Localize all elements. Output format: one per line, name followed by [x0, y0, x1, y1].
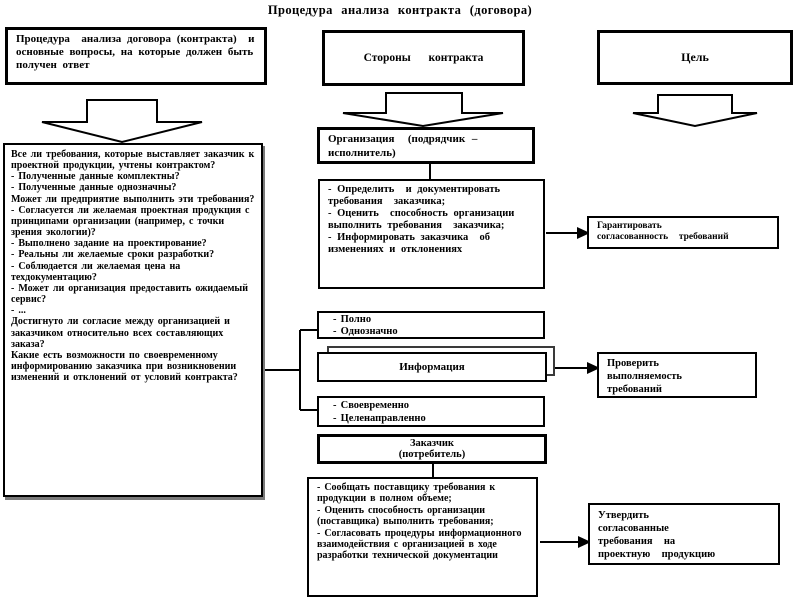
box-customer-consumer: Заказчик (потребитель)	[317, 434, 547, 464]
box-procedure-header: Процедура анализа договора (контракта) и…	[5, 27, 267, 85]
block-arrow-down-right	[632, 94, 758, 128]
box-organization-actions: - Определить и документировать требовани…	[318, 179, 545, 289]
arrowhead-approve	[578, 536, 591, 548]
block-arrows	[41, 92, 758, 144]
box-questions-list: Все ли требования, которые выставляет за…	[3, 143, 263, 497]
box-contract-parties: Стороны контракта	[322, 30, 525, 86]
connector-lines	[262, 163, 588, 543]
box-customer-actions: - Сообщать поставщику требования к проду…	[307, 477, 538, 597]
arrowhead-guarantee	[577, 227, 590, 239]
box-goal: Цель	[597, 30, 793, 85]
arrowheads	[577, 227, 600, 548]
box-info-quality-timely-targeted: - Своевременно - Целенаправленно	[317, 396, 545, 427]
box-info-quality-complete-unambiguous: - Полно - Однозначно	[317, 311, 545, 339]
box-information: Информация	[317, 352, 547, 382]
block-arrow-down-left	[41, 99, 203, 144]
arrowhead-verify	[587, 362, 600, 374]
bracket-questions-to-information	[262, 329, 317, 411]
box-organization-contractor: Организация (подрядчик – исполнитель)	[317, 127, 535, 164]
box-guarantee-consistency: Гарантировать согласованность требований	[587, 216, 779, 249]
box-verify-feasibility: Проверить выполняемость требований	[597, 352, 757, 398]
box-approve-requirements: Утвердить согласованные требования на пр…	[588, 503, 780, 565]
page-title: Процедура анализа контракта (договора)	[267, 3, 533, 17]
block-arrow-down-middle	[342, 92, 504, 128]
